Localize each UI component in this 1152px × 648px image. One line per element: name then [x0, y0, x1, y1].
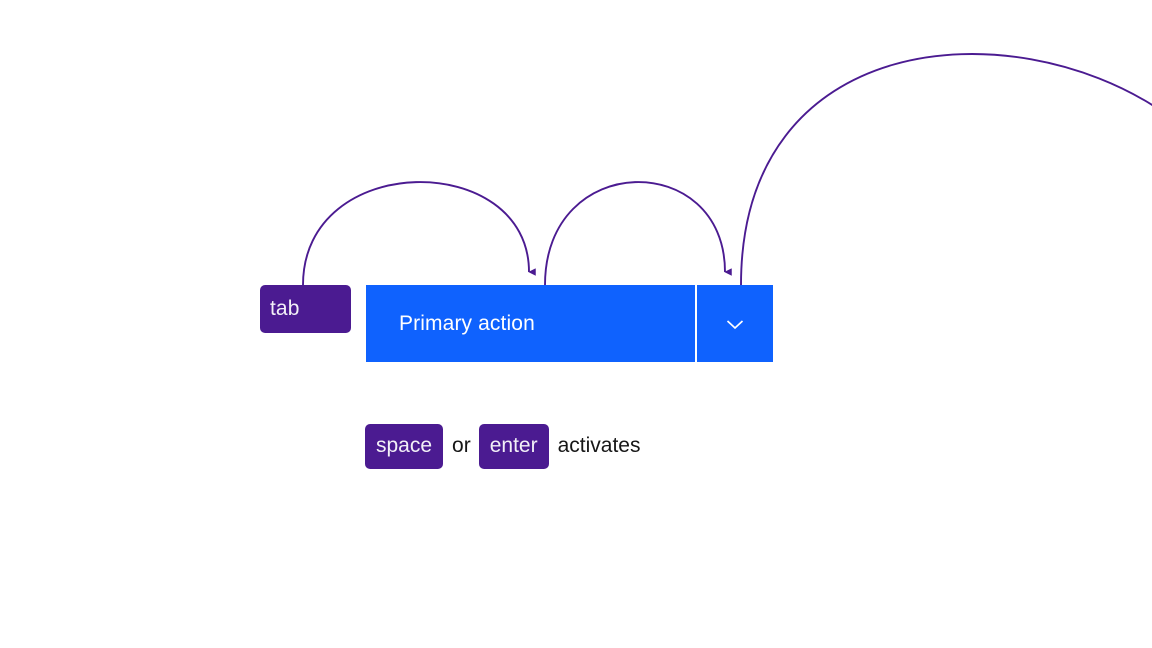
- keycap-space: space: [365, 424, 444, 469]
- chevron-down-icon: [722, 311, 748, 337]
- keycap-tab-label: tab: [270, 296, 300, 320]
- caption-or: or: [452, 434, 471, 457]
- primary-action-to-dropdown-arc: [544, 181, 732, 286]
- tab-to-primary-action-arc: [302, 181, 536, 286]
- split-button-group: Primary action: [366, 285, 773, 362]
- primary-action-button[interactable]: Primary action: [366, 285, 695, 362]
- dropdown-to-next-arc: [740, 53, 1152, 286]
- button-group-divider: [695, 285, 697, 362]
- activation-hint: space or enter activates: [365, 424, 640, 469]
- keycap-enter-label: enter: [489, 434, 538, 457]
- keycap-tab: tab: [260, 285, 351, 333]
- caption-activates: activates: [557, 434, 641, 457]
- keycap-space-label: space: [376, 434, 433, 457]
- dropdown-toggle-button[interactable]: [697, 285, 773, 362]
- keycap-enter: enter: [478, 424, 549, 469]
- primary-action-button-label: Primary action: [399, 312, 535, 335]
